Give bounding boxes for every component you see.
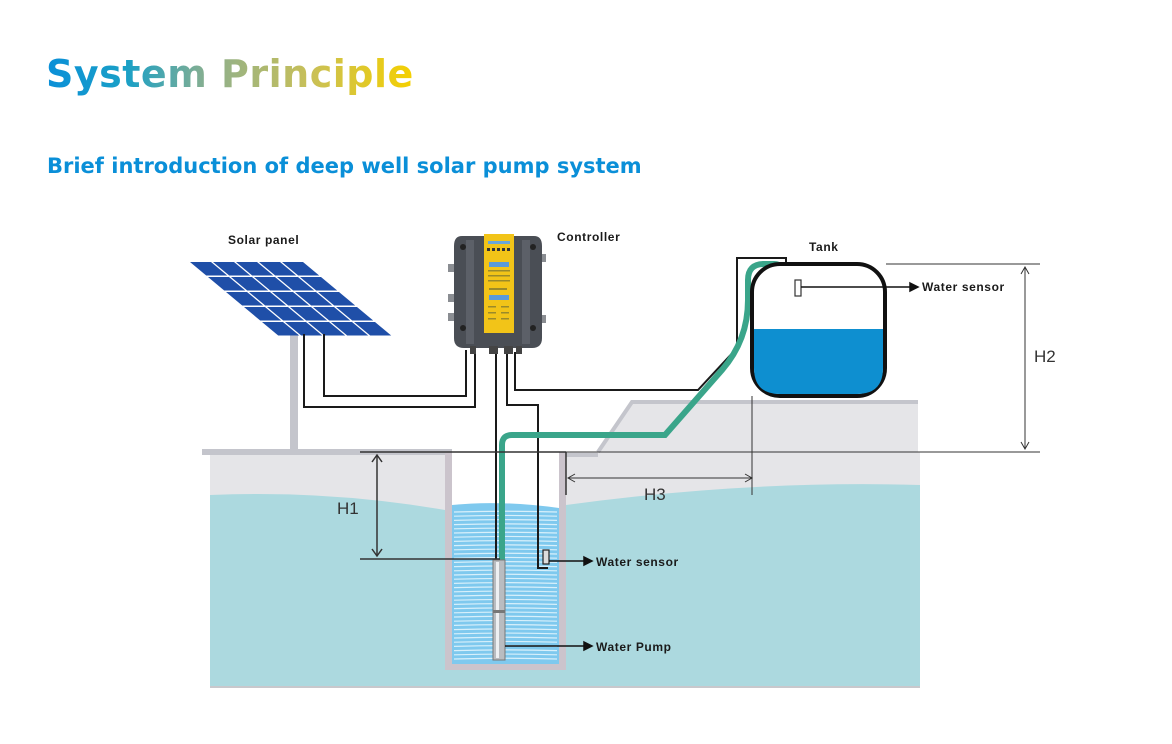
solar-cell	[354, 322, 392, 336]
h2-label: H2	[1034, 347, 1056, 366]
solar-cell	[336, 307, 374, 321]
solar-cell	[295, 292, 333, 306]
solar-cell	[290, 307, 328, 321]
water-pump-label: Water Pump	[596, 640, 672, 654]
dimension-lines	[360, 263, 1040, 560]
solar-cell	[282, 262, 320, 276]
well-water-line	[453, 540, 558, 542]
well-water-sensor-label: Water sensor	[596, 555, 679, 569]
well-water-line	[453, 535, 558, 538]
solar-cell	[277, 277, 315, 291]
solar-cell	[308, 322, 346, 336]
well-water-line	[453, 527, 558, 530]
solar-cell	[226, 292, 264, 306]
well-water-sensor	[542, 549, 550, 565]
well-water-line	[453, 523, 558, 526]
tank	[750, 262, 887, 398]
well-water-line	[453, 544, 558, 547]
callout-arrows	[505, 281, 920, 652]
solar-cell	[285, 322, 323, 336]
solar-cell	[300, 277, 338, 291]
solar-cable	[303, 334, 476, 408]
controller	[448, 234, 546, 354]
solar-cell	[331, 322, 369, 336]
page-subtitle: Brief introduction of deep well solar pu…	[47, 154, 642, 178]
tank-label: Tank	[809, 240, 839, 254]
well-water-line	[453, 510, 558, 513]
solar-cell	[313, 307, 351, 321]
solar-panel-label: Solar panel	[228, 233, 299, 247]
solar-panel-pole	[290, 334, 298, 452]
solar-cell	[254, 277, 292, 291]
solar-cell	[208, 277, 246, 291]
solar-cell	[318, 292, 356, 306]
page-title: System Principle	[46, 52, 414, 96]
solar-cell	[244, 307, 282, 321]
controller-label: Controller	[557, 230, 620, 244]
tank-water-sensor-label: Water sensor	[922, 280, 1005, 294]
solar-cell	[236, 262, 274, 276]
solar-cell	[267, 307, 305, 321]
solar-cell	[213, 262, 251, 276]
well-water-line	[453, 514, 558, 517]
h1-label: H1	[337, 499, 359, 518]
well-water-line	[453, 531, 558, 534]
solar-cell	[249, 292, 287, 306]
solar-cell	[259, 262, 297, 276]
water-pump	[492, 559, 506, 661]
well-water-line	[453, 519, 558, 521]
h3-label: H3	[644, 485, 666, 504]
solar-cell	[272, 292, 310, 306]
solar-panel	[190, 262, 392, 336]
solar-cell	[190, 262, 228, 276]
solar-cell	[231, 277, 269, 291]
solar-cell	[262, 322, 300, 336]
